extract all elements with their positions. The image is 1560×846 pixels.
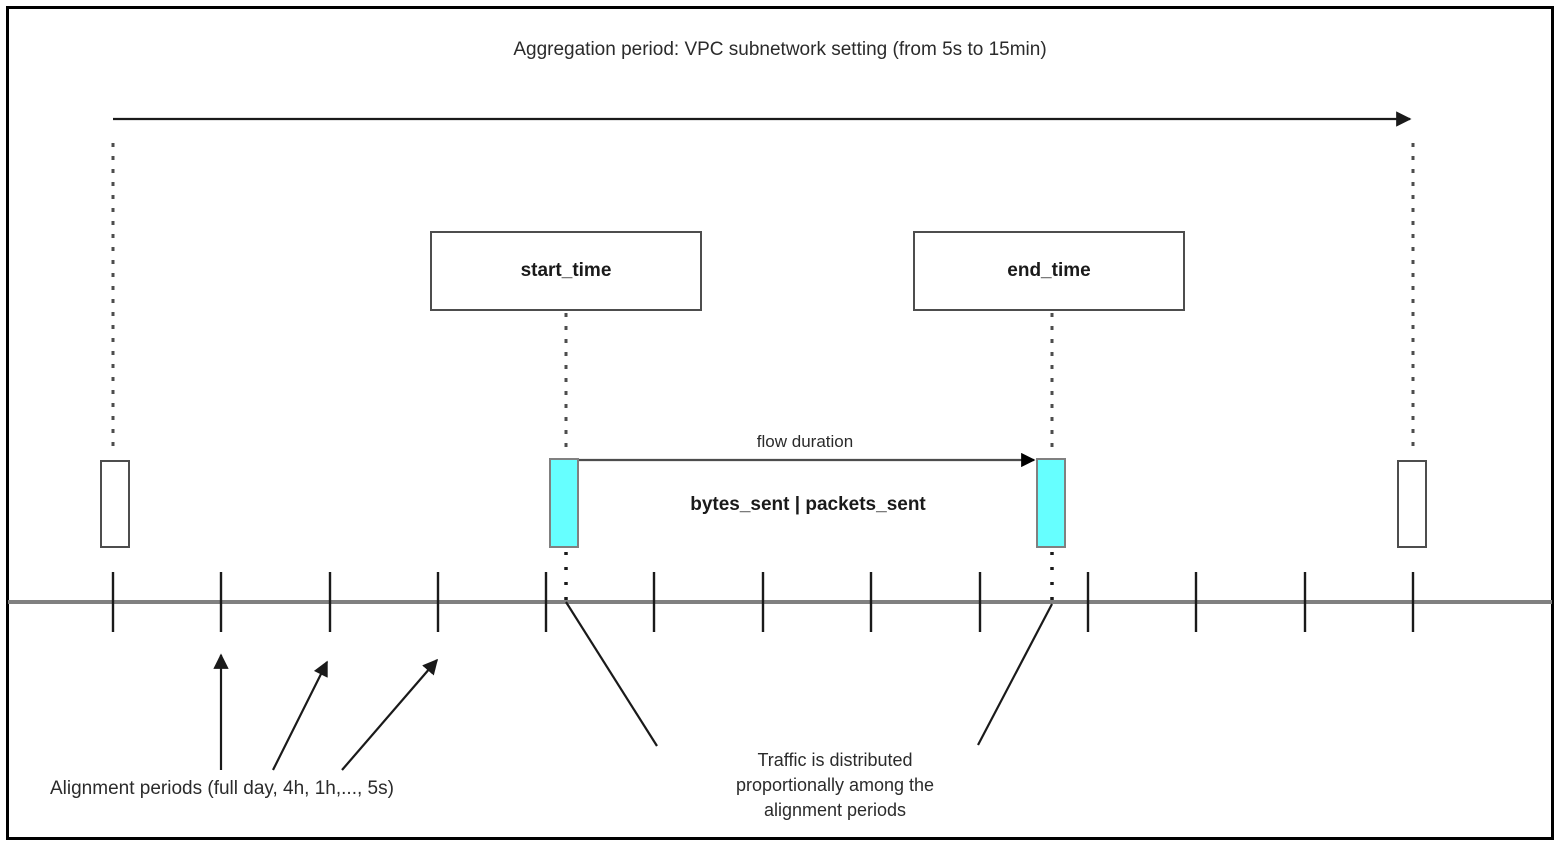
end-time-box[interactable]: end_time (913, 231, 1185, 311)
flow-duration-label: flow duration (756, 432, 854, 451)
traffic-distribution-note: Traffic is distributed proportionally am… (685, 748, 985, 823)
aggregation-end-marker (1397, 460, 1427, 548)
flow-metrics-label: bytes_sent | packets_sent (690, 494, 926, 515)
traffic-note-line-3: alignment periods (763, 800, 907, 820)
aggregation-period-title: Aggregation period: VPC subnetwork setti… (513, 39, 1047, 60)
traffic-note-line-1: Traffic is distributed (757, 750, 913, 770)
aggregation-start-marker (100, 460, 130, 548)
alignment-arrow-3 (341, 658, 439, 771)
timeline-ticks (111, 572, 1415, 632)
flow-start-marker (549, 458, 579, 548)
flow-end-marker (1036, 458, 1066, 548)
traffic-note-leader-left (565, 601, 658, 747)
traffic-note-leader-right (977, 603, 1053, 746)
traffic-note-line-2: proportionally among the (735, 775, 935, 795)
diagram-frame (6, 6, 1554, 840)
alignment-periods-label: Alignment periods (full day, 4h, 1h,...,… (50, 778, 394, 799)
start-time-box[interactable]: start_time (430, 231, 702, 311)
alignment-arrow-2 (272, 660, 328, 771)
